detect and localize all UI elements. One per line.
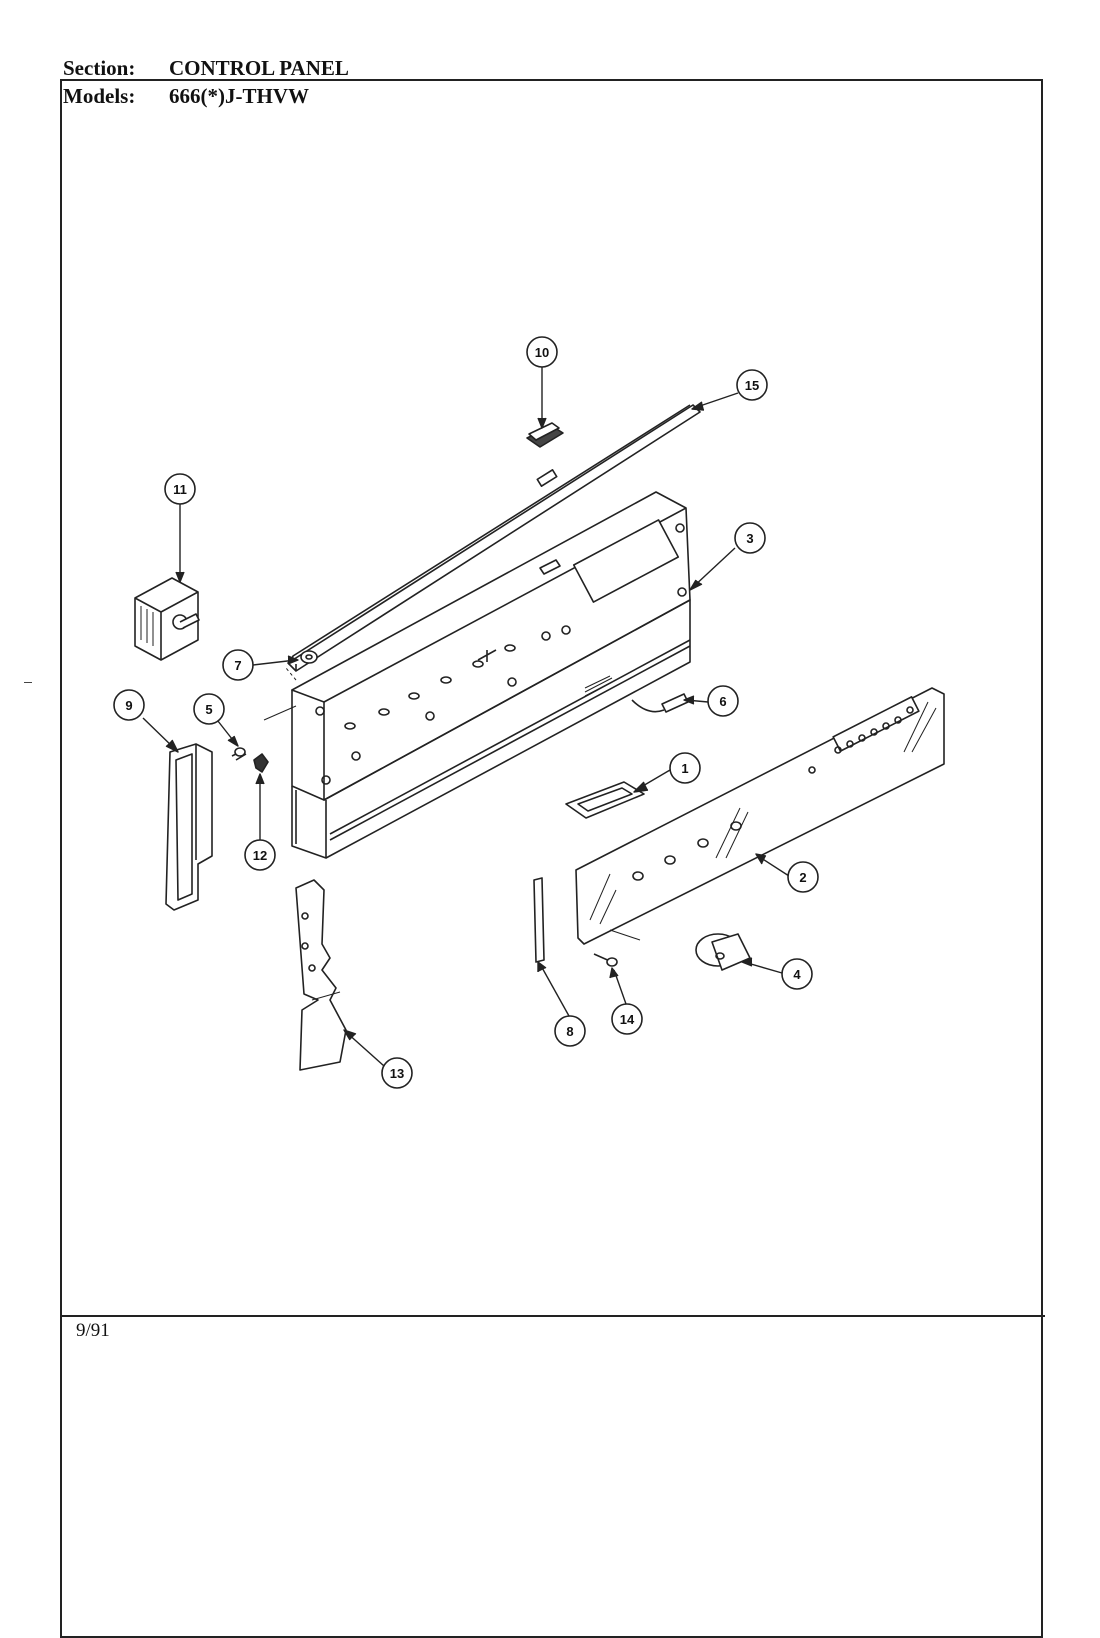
callout-4: 4 <box>781 958 813 990</box>
part-9-side-trim <box>165 743 213 911</box>
callout-10: 10 <box>526 336 558 368</box>
svg-text:10: 10 <box>535 345 549 360</box>
callout-13: 13 <box>381 1057 413 1089</box>
leader-lines <box>263 667 641 941</box>
section-row: Section: CONTROL PANEL <box>63 56 349 80</box>
callout-8: 8 <box>554 1015 586 1047</box>
part-1-window <box>565 781 645 819</box>
callout-7: 7 <box>222 649 254 681</box>
part-13-bracket <box>295 879 347 1071</box>
svg-text:14: 14 <box>620 1012 635 1027</box>
models-label: Models: <box>63 84 136 108</box>
callout-3: 3 <box>734 522 766 554</box>
callout-arrows <box>142 367 790 1067</box>
section-label: Section: <box>63 56 136 80</box>
part-3-panel-housing <box>291 491 691 859</box>
exploded-parts-diagram: 10 15 11 3 7 9 5 6 1 12 2 4 8 14 13 <box>113 336 945 1089</box>
svg-text:9: 9 <box>125 698 132 713</box>
svg-text:5: 5 <box>205 702 212 717</box>
svg-text:13: 13 <box>390 1066 404 1081</box>
footer-date: 9/91 <box>76 1320 110 1341</box>
models-row: Models: 666(*)J-THVW <box>63 84 309 108</box>
footer-divider <box>60 1315 1045 1317</box>
callout-9: 9 <box>113 689 145 721</box>
part-8-strip <box>533 877 545 963</box>
callout-11: 11 <box>164 473 196 505</box>
svg-text:12: 12 <box>253 848 267 863</box>
part-4-knob <box>695 933 751 971</box>
svg-text:2: 2 <box>799 870 806 885</box>
part-7-nut <box>300 650 318 664</box>
svg-text:7: 7 <box>234 658 241 673</box>
svg-text:6: 6 <box>719 694 726 709</box>
part-5-screw <box>231 747 247 761</box>
callout-5: 5 <box>193 693 225 725</box>
part-11-switch <box>134 577 200 661</box>
models-value: 666(*)J-THVW <box>169 84 309 108</box>
callout-6: 6 <box>707 685 739 717</box>
part-10-clip <box>526 422 564 448</box>
margin-tick <box>24 682 32 683</box>
part-14-screw <box>593 953 618 967</box>
svg-text:8: 8 <box>566 1024 573 1039</box>
svg-text:11: 11 <box>173 482 187 497</box>
part-2-panel-glass <box>575 687 945 945</box>
part-12-nut <box>253 753 269 773</box>
svg-text:3: 3 <box>746 531 753 546</box>
svg-text:1: 1 <box>681 761 688 776</box>
part-6-socket <box>631 693 689 713</box>
callout-12: 12 <box>244 839 276 871</box>
svg-text:4: 4 <box>793 967 801 982</box>
callout-14: 14 <box>611 1003 643 1035</box>
callout-15: 15 <box>736 369 768 401</box>
section-title: CONTROL PANEL <box>169 56 349 80</box>
callout-1: 1 <box>669 752 701 784</box>
callout-2: 2 <box>787 861 819 893</box>
svg-text:15: 15 <box>745 378 759 393</box>
